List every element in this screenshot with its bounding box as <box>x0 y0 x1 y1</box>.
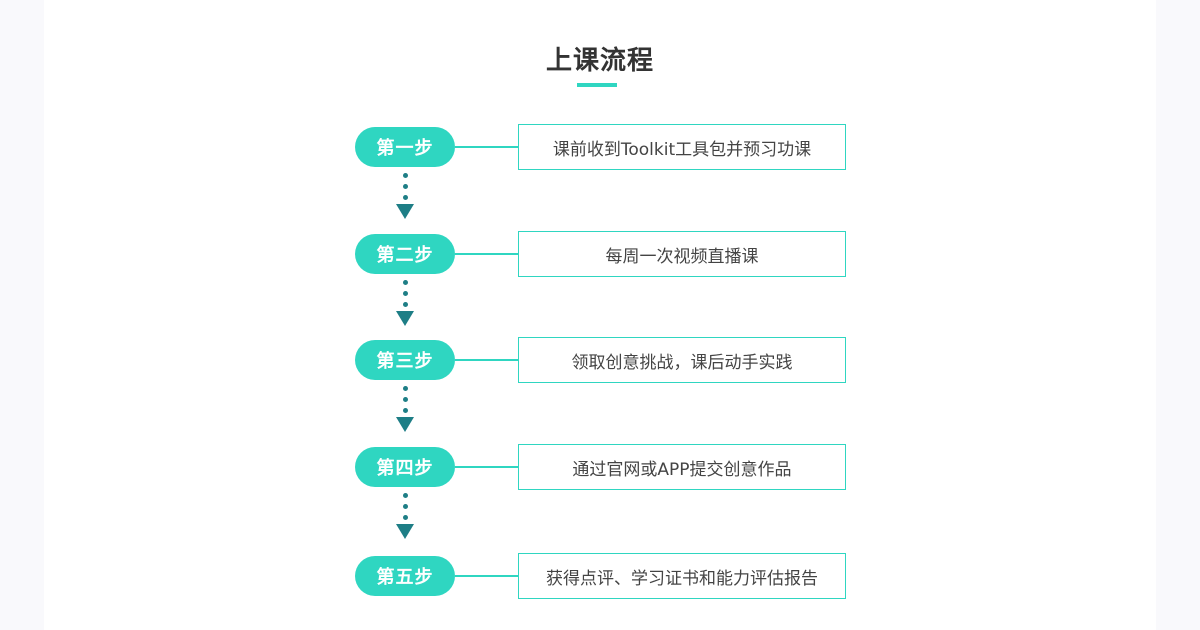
arrow-down-icon <box>395 277 415 337</box>
step-4-connector <box>455 466 519 468</box>
arrowhead-icon <box>396 204 414 219</box>
arrow-down-icon <box>395 170 415 230</box>
step-2-badge: 第二步 <box>355 234 455 274</box>
arrow-dot <box>402 173 408 178</box>
step-3-badge: 第三步 <box>355 340 455 380</box>
arrowhead-icon <box>396 311 414 326</box>
arrowhead-icon <box>396 417 414 432</box>
step-4-badge: 第四步 <box>355 447 455 487</box>
step-1-badge: 第一步 <box>355 127 455 167</box>
step-3-connector <box>455 359 519 361</box>
step-2-connector <box>455 253 519 255</box>
step-3-description: 领取创意挑战，课后动手实践 <box>518 337 846 383</box>
step-5-description: 获得点评、学习证书和能力评估报告 <box>518 553 846 599</box>
step-2: 第二步 每周一次视频直播课 <box>0 231 1200 277</box>
title-underline <box>577 83 617 87</box>
step-5: 第五步 获得点评、学习证书和能力评估报告 <box>0 553 1200 599</box>
diagram-canvas <box>44 0 1156 630</box>
step-5-badge: 第五步 <box>355 556 455 596</box>
step-5-connector <box>455 575 519 577</box>
arrow-dot <box>402 515 408 520</box>
arrow-dot <box>402 302 408 307</box>
step-1-description: 课前收到Toolkit工具包并预习功课 <box>518 124 846 170</box>
arrow-dot <box>402 397 408 402</box>
arrow-dot <box>402 184 408 189</box>
step-1: 第一步 课前收到Toolkit工具包并预习功课 <box>0 124 1200 170</box>
arrow-dot <box>402 195 408 200</box>
step-2-description: 每周一次视频直播课 <box>518 231 846 277</box>
arrow-down-icon <box>395 383 415 443</box>
arrowhead-icon <box>396 524 414 539</box>
arrow-down-icon <box>395 490 415 550</box>
step-4: 第四步 通过官网或APP提交创意作品 <box>0 444 1200 490</box>
arrow-dot <box>402 408 408 413</box>
arrow-dot <box>402 493 408 498</box>
arrow-dot <box>402 504 408 509</box>
arrow-dot <box>402 386 408 391</box>
step-1-connector <box>455 146 519 148</box>
arrow-dot <box>402 291 408 296</box>
step-4-description: 通过官网或APP提交创意作品 <box>518 444 846 490</box>
arrow-dot <box>402 280 408 285</box>
page-title: 上课流程 <box>545 46 654 76</box>
step-3: 第三步 领取创意挑战，课后动手实践 <box>0 337 1200 383</box>
